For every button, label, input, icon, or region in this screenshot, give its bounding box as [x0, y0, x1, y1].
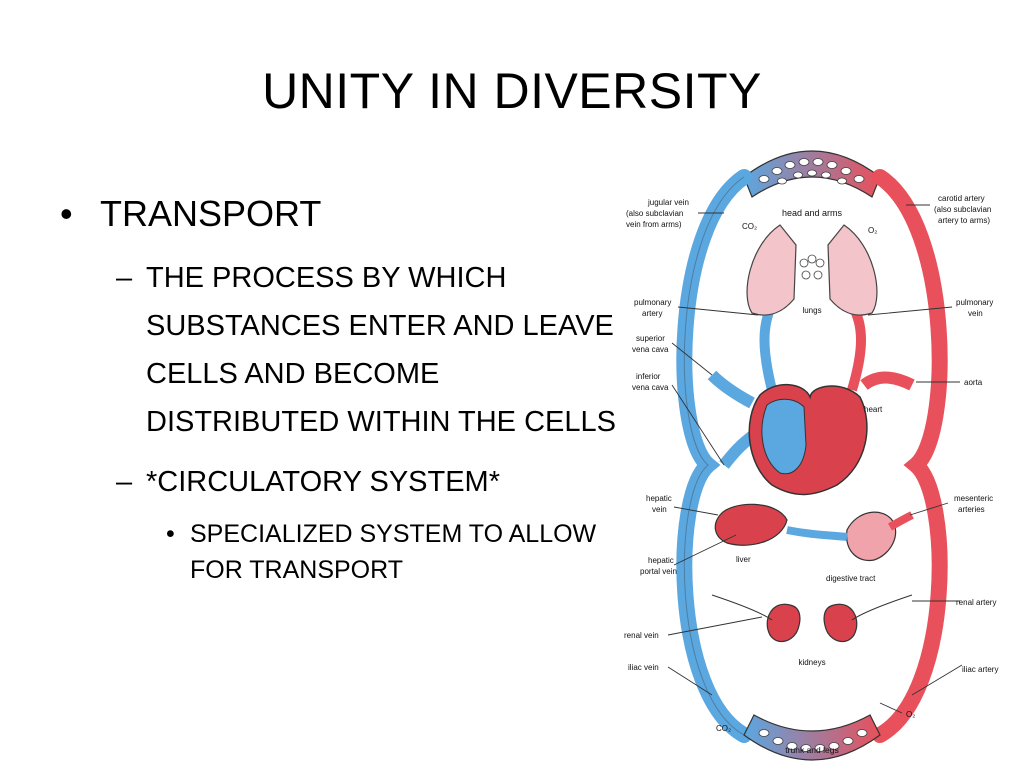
bullet-marker: • [60, 193, 73, 234]
lung-capillary-cells [799, 254, 825, 280]
label-pulmonary-artery: pulmonary [634, 298, 671, 307]
pulmonary-artery-vessel [759, 302, 777, 392]
heart-right-chamber [761, 398, 807, 475]
mesenteric-vessel [888, 511, 914, 531]
right-kidney [823, 603, 858, 643]
label-lungs: lungs [802, 306, 821, 315]
left-kidney [766, 603, 801, 643]
label-jugular-vein: jugular vein [647, 198, 689, 207]
label-digestive-tract: digestive tract [826, 574, 876, 583]
bullet-text: SPECIALIZED SYSTEM TO ALLOW FOR TRANSPOR… [190, 520, 597, 584]
label-carotid-artery: carotid artery [938, 194, 985, 203]
label-carotid-artery-2: (also subclavian [934, 205, 991, 214]
label-hepatic-portal-vein-2: portal vein [640, 567, 677, 576]
bullet-text: TRANSPORT [100, 193, 322, 234]
bullet-text: *CIRCULATORY SYSTEM* [146, 466, 501, 498]
label-o2-bottom: O₂ [906, 710, 915, 719]
superior-vena-cava [707, 370, 755, 409]
label-mesenteric-arteries-2: arteries [958, 505, 985, 514]
bullet-marker: – [116, 262, 133, 294]
label-iliac-vein: iliac vein [628, 663, 659, 672]
trunk-capillary-bed [743, 714, 881, 761]
bullet-marker: • [166, 520, 175, 548]
label-trunk-and-legs: trunk and legs [785, 745, 838, 755]
leader-lines [667, 204, 963, 714]
renal-vessels [711, 594, 913, 621]
label-jugular-vein-2: (also subclavian [626, 209, 683, 218]
label-carotid-artery-3: artery to arms) [938, 216, 990, 225]
label-inferior-vena-cava: inferior [636, 372, 661, 381]
label-hepatic-portal-vein: hepatic [648, 556, 674, 565]
pulmonary-vein-vessel [847, 302, 866, 392]
label-aorta: aorta [964, 378, 983, 387]
capillary-cells-top [758, 158, 865, 185]
sub-bullet-definition: – THE PROCESS BY WHICH SUBSTANCES ENTER … [60, 254, 640, 446]
label-jugular-vein-3: vein from arms) [626, 220, 682, 229]
label-hepatic-vein-2: vein [652, 505, 667, 514]
sub-bullet-circulatory-system: – *CIRCULATORY SYSTEM* [60, 458, 640, 506]
right-lung [827, 224, 878, 316]
label-pulmonary-artery-2: artery [642, 309, 662, 318]
label-head-and-arms: head and arms [782, 208, 843, 218]
label-hepatic-vein: hepatic [646, 494, 672, 503]
outer-artery-loop [872, 169, 948, 743]
sub-sub-bullet-specialized-system: • SPECIALIZED SYSTEM TO ALLOW FOR TRANSP… [60, 516, 640, 588]
bullet-text: THE PROCESS BY WHICH SUBSTANCES ENTER AN… [146, 262, 616, 438]
label-renal-artery: renal artery [956, 598, 996, 607]
label-mesenteric-arteries: mesenteric [954, 494, 993, 503]
bullet-transport: • TRANSPORT [60, 192, 640, 236]
label-superior-vena-cava-2: vena cava [632, 345, 669, 354]
label-heart: heart [864, 405, 883, 414]
label-iliac-artery: iliac artery [962, 665, 998, 674]
label-superior-vena-cava: superior [636, 334, 665, 343]
liver-organ [714, 503, 788, 546]
label-liver: liver [736, 555, 751, 564]
label-co2-bottom: CO₂ [716, 724, 731, 733]
capillary-cells-bottom [758, 729, 868, 752]
aorta-vessel [860, 371, 915, 391]
label-pulmonary-vein: pulmonary [956, 298, 993, 307]
label-co2-top: CO₂ [742, 222, 757, 231]
digestive-tract-organ [846, 511, 897, 562]
circulatory-system-diagram: head and arms jugular vein (also subclav… [624, 150, 998, 761]
label-pulmonary-vein-2: vein [968, 309, 983, 318]
outer-vein-loop [676, 169, 752, 743]
label-o2-top: O₂ [868, 226, 877, 235]
label-inferior-vena-cava-2: vena cava [632, 383, 669, 392]
slide-title: UNITY IN DIVERSITY [262, 63, 762, 119]
bullet-list: • TRANSPORT – THE PROCESS BY WHICH SUBST… [60, 192, 640, 588]
label-kidneys: kidneys [798, 658, 825, 667]
label-renal-vein: renal vein [624, 631, 659, 640]
hepatic-portal-vessel [786, 526, 848, 541]
left-lung [746, 224, 797, 316]
bullet-marker: – [116, 466, 133, 498]
